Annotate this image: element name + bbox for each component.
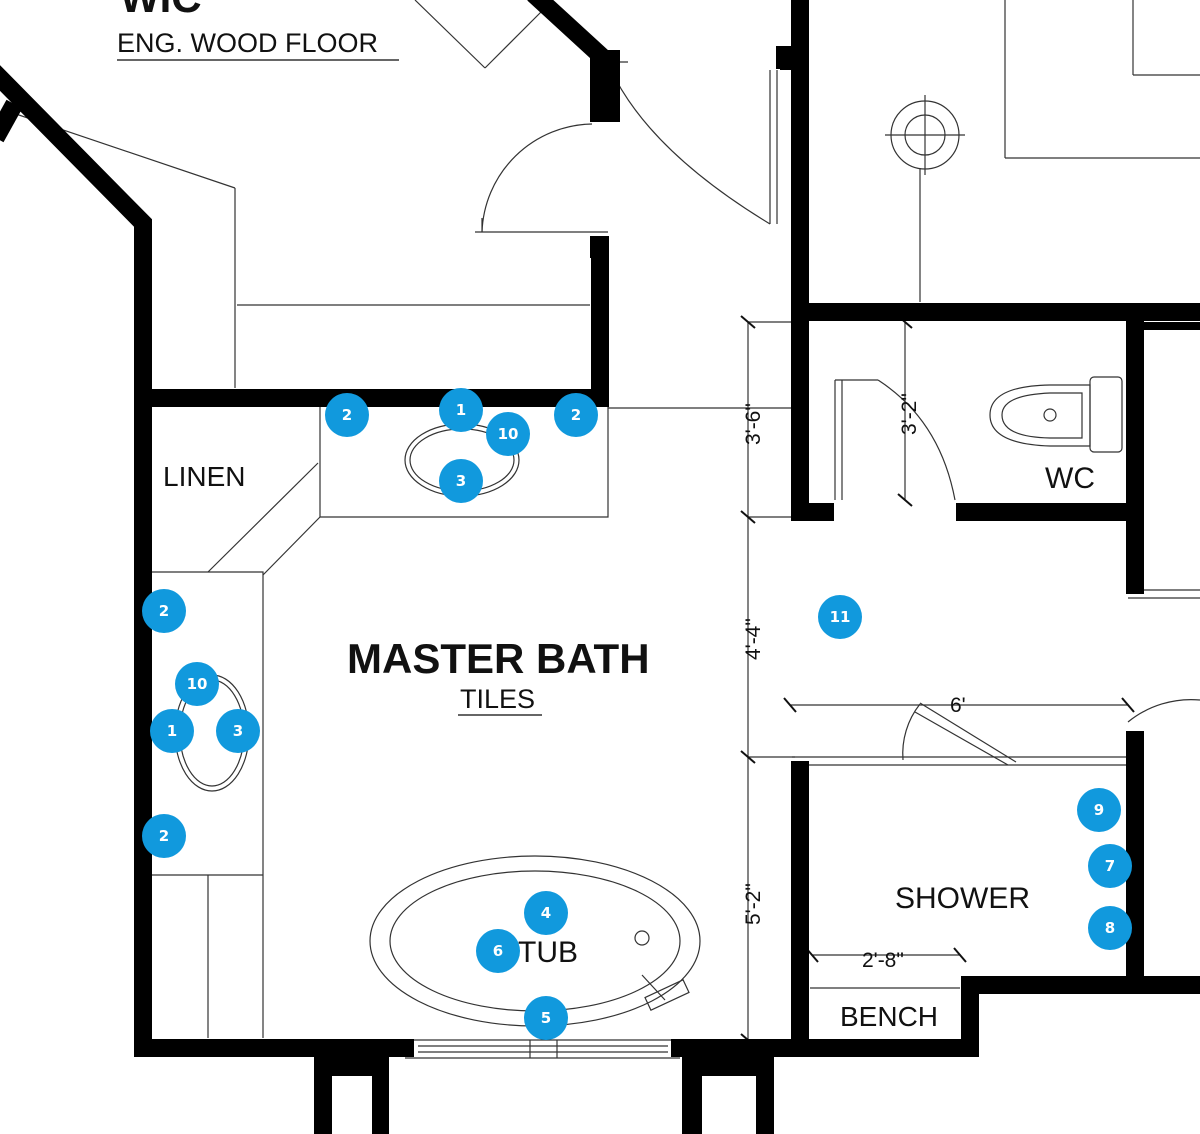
dimension-labels: 3'-6" 3'-2" 4'-4" 5'-2" 6' 2'-8" [742,393,966,972]
svg-text:2: 2 [342,406,352,424]
marker-tub-5[interactable]: 5 [524,996,568,1040]
dim-shower-depth: 5'-2" [742,883,765,925]
walls [0,0,1200,1057]
svg-text:1: 1 [456,401,466,419]
svg-text:2: 2 [159,827,169,845]
thin-lines [9,0,1200,1059]
marker-vanity1-2b[interactable]: 2 [554,393,598,437]
svg-text:6: 6 [493,942,503,960]
svg-text:10: 10 [187,675,208,693]
marker-vanity2-1[interactable]: 1 [150,709,194,753]
wic-label: WIC [120,0,202,21]
marker-vanity2-3[interactable]: 3 [216,709,260,753]
dim-bench-width: 2'-8" [862,949,904,972]
pier-holes [332,1076,756,1134]
svg-text:4: 4 [541,904,551,922]
wc-label: WC [1045,462,1095,495]
dim-wc-depth: 3'-6" [742,403,765,445]
marker-vanity2-2b[interactable]: 2 [142,814,186,858]
marker-vanity1-1[interactable]: 1 [439,388,483,432]
marker-shower-7[interactable]: 7 [1088,844,1132,888]
tub-label: TUB [518,936,578,969]
fixture-markers: 2 1 10 2 3 2 10 1 3 2 11 9 7 8 4 6 5 [142,388,1132,1040]
svg-text:8: 8 [1105,919,1115,937]
svg-text:3: 3 [456,472,466,490]
wall-piers [314,50,1200,1134]
svg-text:5: 5 [541,1009,551,1027]
svg-text:3: 3 [233,722,243,740]
room-labels: WIC ENG. WOOD FLOOR LINEN MASTER BATH TI… [117,0,1095,1032]
marker-vanity1-3[interactable]: 3 [439,459,483,503]
svg-text:10: 10 [498,425,519,443]
marker-vanity2-2a[interactable]: 2 [142,589,186,633]
svg-text:9: 9 [1094,801,1104,819]
dim-wc-door: 3'-2" [898,393,921,435]
marker-vanity1-2a[interactable]: 2 [325,393,369,437]
marker-vanity1-10[interactable]: 10 [486,412,530,456]
svg-text:2: 2 [159,602,169,620]
bench-label: BENCH [840,1001,938,1032]
marker-vanity2-10[interactable]: 10 [175,662,219,706]
master-bath-finish-label: TILES [460,684,535,714]
marker-shower-8[interactable]: 8 [1088,906,1132,950]
dim-shower-width: 6' [950,694,966,717]
marker-floor-11[interactable]: 11 [818,595,862,639]
svg-text:2: 2 [571,406,581,424]
marker-tub-4[interactable]: 4 [524,891,568,935]
svg-text:1: 1 [167,722,177,740]
svg-text:7: 7 [1105,857,1115,875]
master-bath-label: MASTER BATH [347,635,650,682]
dim-passage: 4'-4" [742,618,765,660]
wic-finish-label: ENG. WOOD FLOOR [117,28,378,58]
marker-shower-9[interactable]: 9 [1077,788,1121,832]
marker-tub-6[interactable]: 6 [476,929,520,973]
linen-label: LINEN [163,461,245,492]
shower-label: SHOWER [895,882,1030,915]
svg-text:11: 11 [830,608,851,626]
